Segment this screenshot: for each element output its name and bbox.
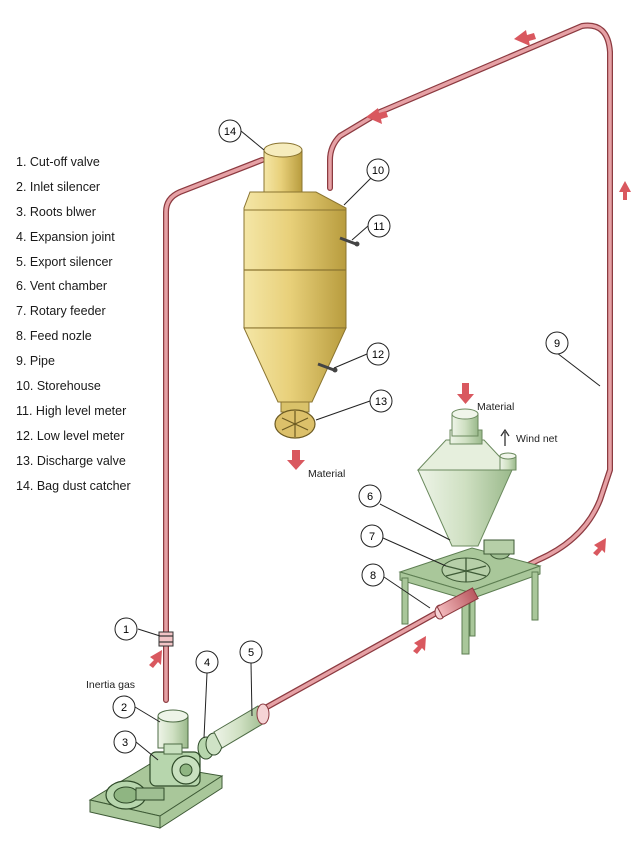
- material-out-label: Material: [308, 468, 345, 480]
- legend-item-roots-blower: 3. Roots blwer: [16, 204, 96, 219]
- svg-text:8: 8: [370, 570, 376, 582]
- material-in-arrow: [457, 383, 474, 404]
- material-in-label: Material: [477, 401, 514, 413]
- legend-item-storehouse: 10. Storehouse: [16, 379, 101, 394]
- svg-text:11: 11: [373, 221, 384, 233]
- legend-item-rotary-feeder: 7. Rotary feeder: [16, 304, 106, 319]
- low-level-meter: [317, 362, 338, 373]
- export-silencer: [213, 703, 270, 749]
- svg-text:10: 10: [372, 165, 384, 177]
- cut-off-valve: [158, 631, 174, 647]
- rotary-feeder: [441, 539, 515, 583]
- legend-item-high-level-meter: 11. High level meter: [16, 403, 127, 418]
- feed-station: [398, 383, 542, 655]
- legend-item-discharge-valve: 13. Discharge valve: [16, 453, 126, 468]
- legend-item-feed-nozzle: 8. Feed nozle: [16, 329, 92, 344]
- callout-9: 9: [545, 331, 569, 355]
- callout-8: 8: [361, 563, 385, 587]
- legend-list: 1. Cut-off valve 2. Inlet silencer 3. Ro…: [16, 150, 131, 498]
- flow-arrow-right-lower: [593, 538, 606, 556]
- vent-chamber: [417, 469, 513, 547]
- legend-item-inlet-silencer: 2. Inlet silencer: [16, 179, 101, 194]
- callout-4: 4: [195, 650, 219, 674]
- legend-item-cut-off-valve: 1. Cut-off valve: [16, 155, 100, 169]
- storehouse-shoulder: [243, 191, 347, 213]
- svg-text:2: 2: [121, 702, 127, 714]
- svg-text:13: 13: [375, 396, 387, 408]
- legend-item-pipe: 9. Pipe: [16, 354, 55, 369]
- legend-item-expansion-joint: 4. Expansion joint: [16, 229, 115, 244]
- callout-3: 3: [113, 730, 137, 754]
- svg-text:7: 7: [369, 531, 375, 543]
- callout-6: 6: [358, 484, 382, 508]
- pipe-body: [164, 23, 612, 714]
- roots-blower: [149, 751, 201, 787]
- svg-text:5: 5: [248, 647, 254, 659]
- bag-dust-catcher: [263, 142, 303, 193]
- blower-unit: [88, 631, 270, 829]
- legend-item-bag-dust-catcher: 14. Bag dust catcher: [16, 478, 131, 493]
- callout-14: 14: [218, 119, 242, 143]
- callout-12: 12: [366, 342, 390, 366]
- svg-text:14: 14: [224, 126, 236, 138]
- svg-text:12: 12: [372, 349, 384, 361]
- wind-net-label: Wind net: [516, 433, 558, 445]
- svg-text:9: 9: [554, 338, 560, 350]
- callout-10: 10: [366, 158, 390, 182]
- feed-nozzle: [434, 587, 479, 620]
- wind-net-stub: [499, 452, 517, 471]
- legend-item-vent-chamber: 6. Vent chamber: [16, 279, 108, 294]
- callout-5: 5: [239, 640, 263, 664]
- callout-13: 13: [369, 389, 393, 413]
- storehouse-assembly: [243, 142, 360, 470]
- svg-text:4: 4: [204, 657, 210, 669]
- callout-1: 1: [114, 617, 138, 641]
- storehouse-cone: [243, 327, 347, 403]
- flow-arrows: [149, 30, 631, 668]
- flow-arrow-top: [514, 30, 536, 46]
- text-labels: Material Wind net Material Inertia gas: [86, 401, 558, 691]
- svg-text:6: 6: [367, 491, 373, 503]
- flow-arrow-inertia-gas: [149, 650, 162, 668]
- flow-arrow-upper-middle: [366, 108, 388, 124]
- legend-item-low-level-meter: 12. Low level meter: [16, 428, 125, 443]
- wind-net-arrow: [500, 428, 510, 446]
- svg-text:1: 1: [123, 624, 129, 636]
- flow-arrow-feed: [413, 636, 426, 654]
- svg-text:3: 3: [122, 737, 128, 749]
- callout-11: 11: [367, 214, 391, 238]
- legend-item-export-silencer: 5. Export silencer: [16, 254, 113, 269]
- storehouse-body: [243, 209, 347, 329]
- callout-7: 7: [360, 524, 384, 548]
- pipe-network: [163, 22, 613, 715]
- high-level-meter: [339, 236, 360, 247]
- inlet-silencer: [157, 709, 189, 755]
- callouts: [134, 130, 601, 761]
- material-out-arrow: [287, 450, 305, 470]
- motor: [105, 780, 165, 810]
- inertia-gas-label: Inertia gas: [86, 679, 135, 691]
- flow-arrow-right-up: [619, 181, 631, 200]
- discharge-valve: [274, 401, 316, 439]
- callout-2: 2: [112, 695, 136, 719]
- material-inlet-tube: [451, 408, 479, 437]
- callout-markers: 1 2 3 4 5 6 7 8: [112, 119, 569, 754]
